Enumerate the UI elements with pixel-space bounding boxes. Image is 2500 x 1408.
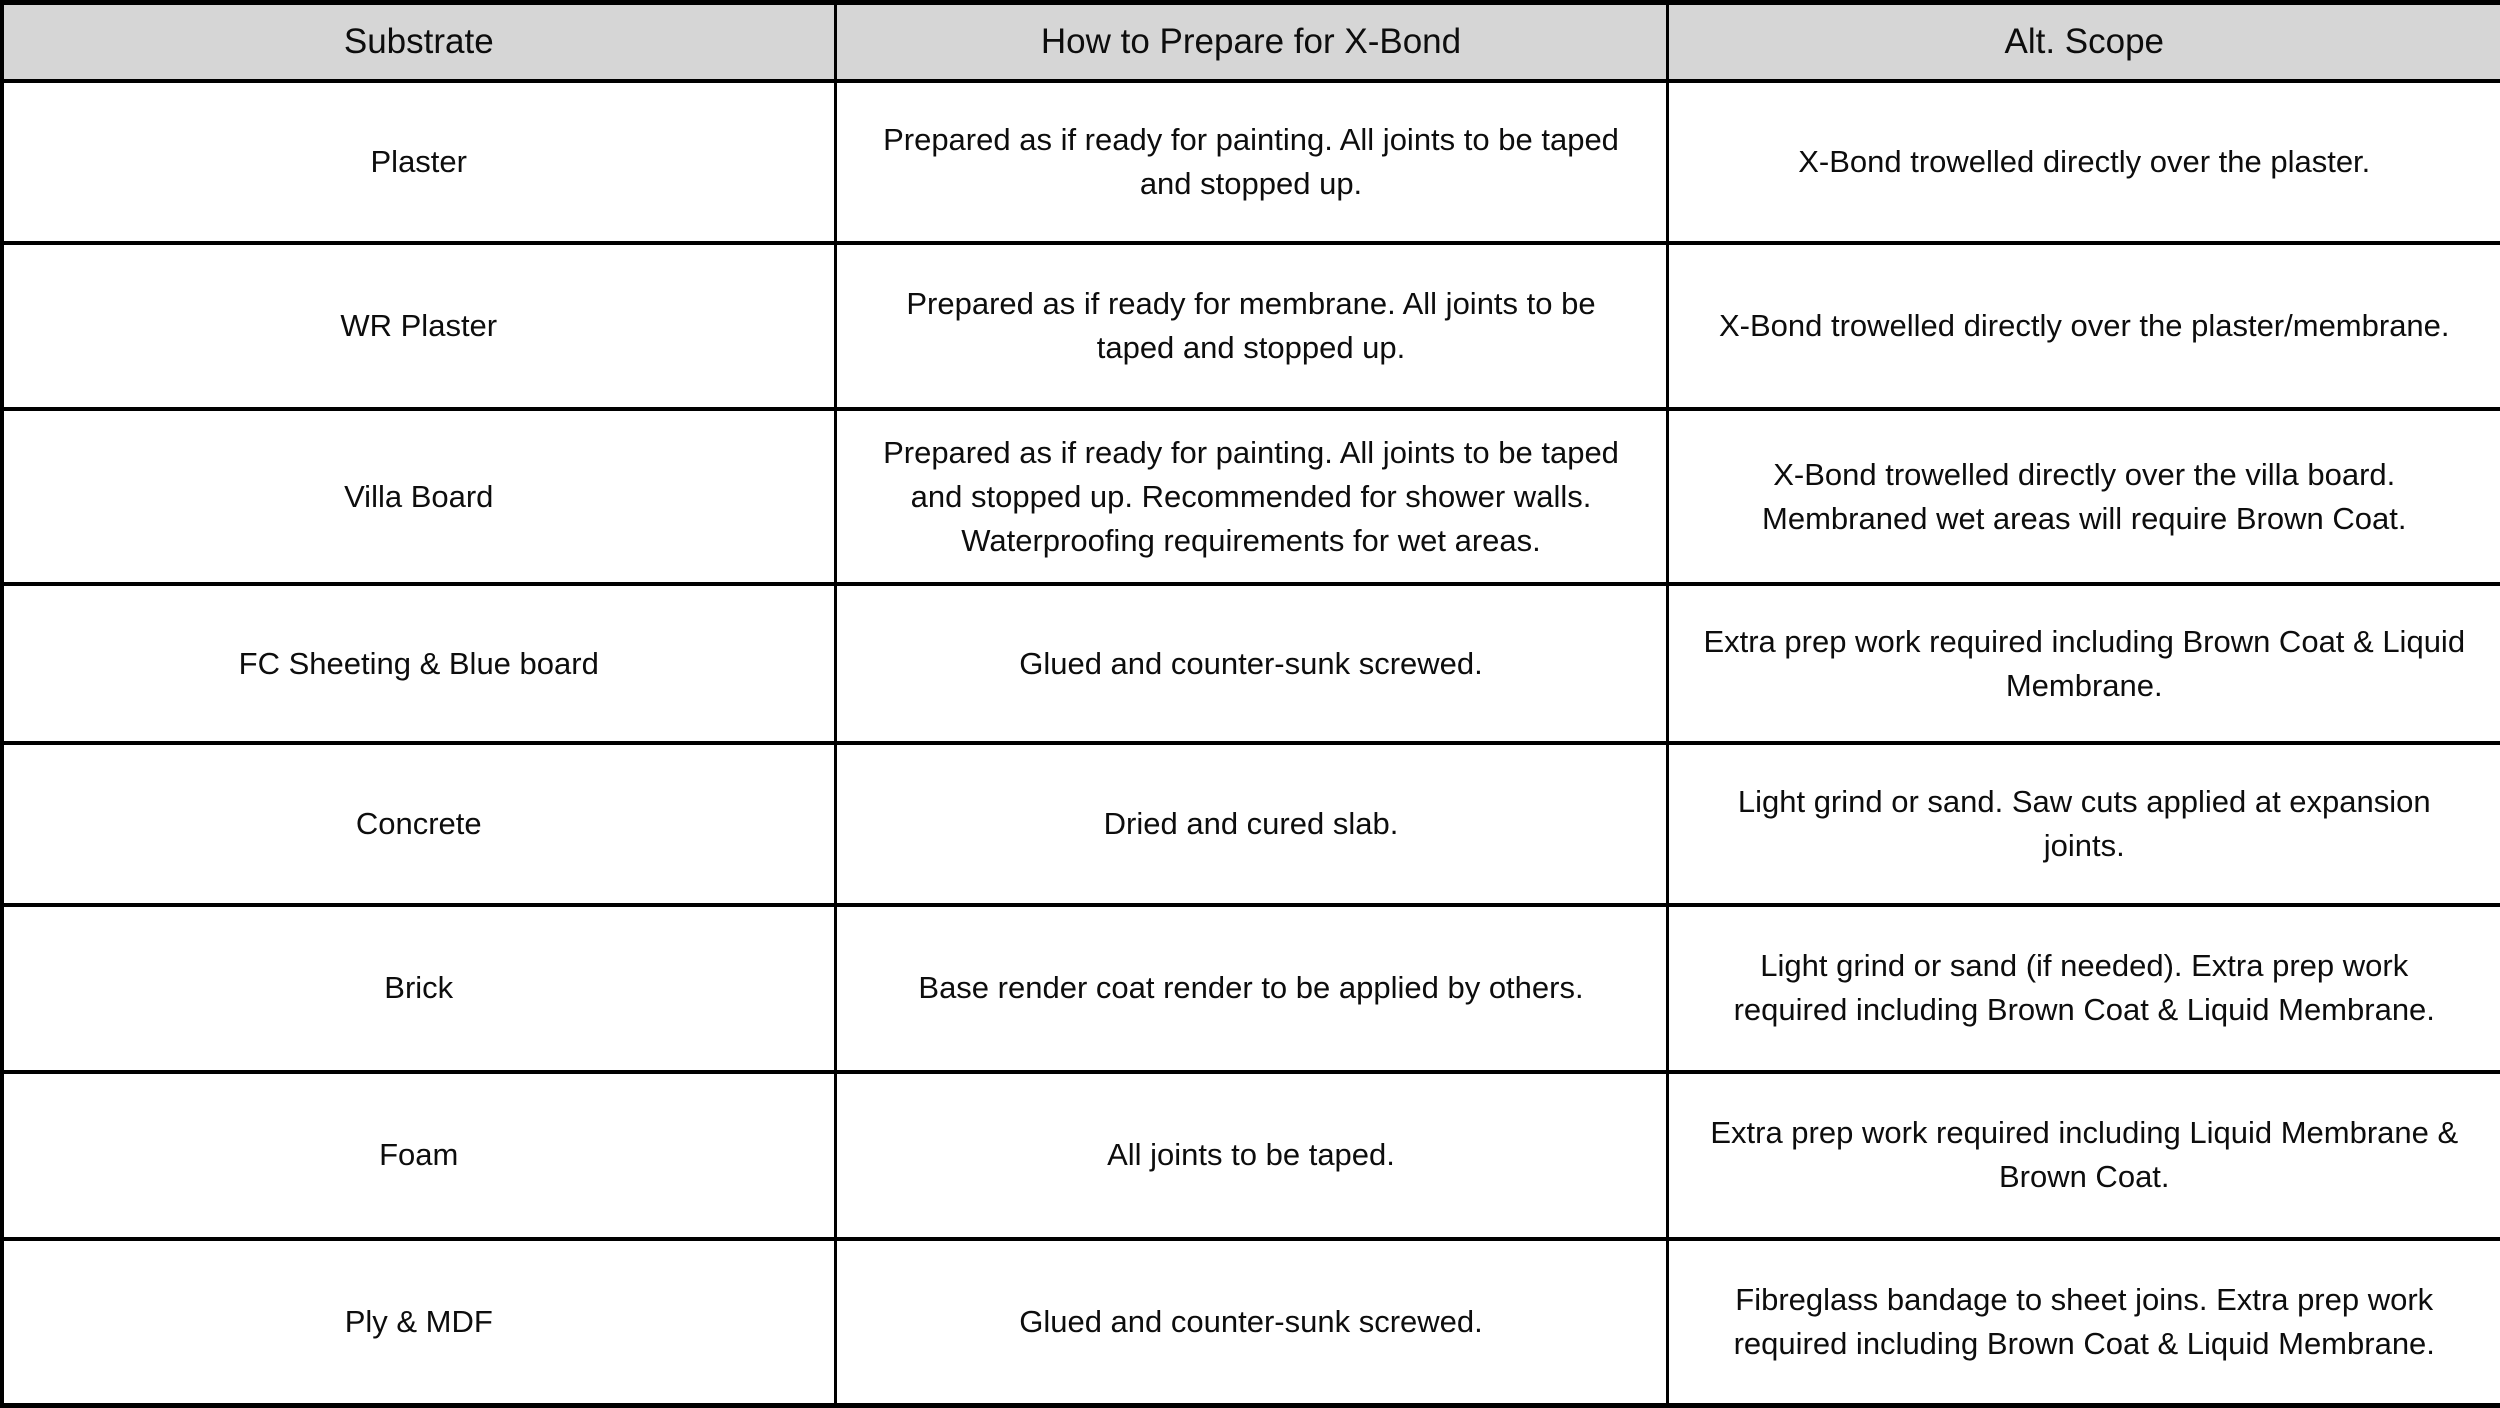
cell-prepare: Dried and cured slab. bbox=[833, 740, 1669, 907]
cell-substrate: WR Plaster bbox=[0, 241, 837, 412]
cell-altscope: X-Bond trowelled directly over the plast… bbox=[1665, 78, 2500, 246]
table-header: Substrate How to Prepare for X-Bond Alt.… bbox=[0, 0, 2500, 83]
cell-altscope: Light grind or sand. Saw cuts applied at… bbox=[1665, 740, 2500, 907]
cell-substrate: Foam bbox=[0, 1069, 837, 1241]
table-row: Foam All joints to be taped. Extra prep … bbox=[0, 1069, 2500, 1241]
cell-substrate: Plaster bbox=[0, 78, 837, 246]
column-header-altscope: Alt. Scope bbox=[1665, 0, 2500, 83]
table-row: Villa Board Prepared as if ready for pai… bbox=[0, 407, 2500, 587]
cell-prepare: Glued and counter-sunk screwed. bbox=[833, 582, 1669, 745]
cell-altscope: Extra prep work required including Brown… bbox=[1665, 582, 2500, 745]
cell-prepare: All joints to be taped. bbox=[833, 1069, 1669, 1241]
cell-substrate: Concrete bbox=[0, 740, 837, 907]
cell-altscope: X-Bond trowelled directly over the villa… bbox=[1665, 407, 2500, 587]
header-row: Substrate How to Prepare for X-Bond Alt.… bbox=[0, 0, 2500, 83]
cell-altscope: X-Bond trowelled directly over the plast… bbox=[1665, 241, 2500, 412]
table-row: WR Plaster Prepared as if ready for memb… bbox=[0, 241, 2500, 412]
cell-prepare: Glued and counter-sunk screwed. bbox=[833, 1236, 1669, 1408]
cell-prepare: Prepared as if ready for painting. All j… bbox=[833, 78, 1669, 246]
table-row: Brick Base render coat render to be appl… bbox=[0, 902, 2500, 1074]
table-body: Plaster Prepared as if ready for paintin… bbox=[0, 78, 2500, 1408]
table-row: FC Sheeting & Blue board Glued and count… bbox=[0, 582, 2500, 745]
cell-prepare: Prepared as if ready for painting. All j… bbox=[833, 407, 1669, 587]
cell-substrate: Brick bbox=[0, 902, 837, 1074]
cell-altscope: Light grind or sand (if needed). Extra p… bbox=[1665, 902, 2500, 1074]
cell-substrate: Ply & MDF bbox=[0, 1236, 837, 1408]
table-row: Ply & MDF Glued and counter-sunk screwed… bbox=[0, 1236, 2500, 1408]
table-row: Plaster Prepared as if ready for paintin… bbox=[0, 78, 2500, 246]
cell-prepare: Prepared as if ready for membrane. All j… bbox=[833, 241, 1669, 412]
cell-altscope: Extra prep work required including Liqui… bbox=[1665, 1069, 2500, 1241]
cell-altscope: Fibreglass bandage to sheet joins. Extra… bbox=[1665, 1236, 2500, 1408]
column-header-substrate: Substrate bbox=[0, 0, 837, 83]
cell-substrate: FC Sheeting & Blue board bbox=[0, 582, 837, 745]
cell-prepare: Base render coat render to be applied by… bbox=[833, 902, 1669, 1074]
column-header-prepare: How to Prepare for X-Bond bbox=[833, 0, 1669, 83]
table-row: Concrete Dried and cured slab. Light gri… bbox=[0, 740, 2500, 907]
cell-substrate: Villa Board bbox=[0, 407, 837, 587]
